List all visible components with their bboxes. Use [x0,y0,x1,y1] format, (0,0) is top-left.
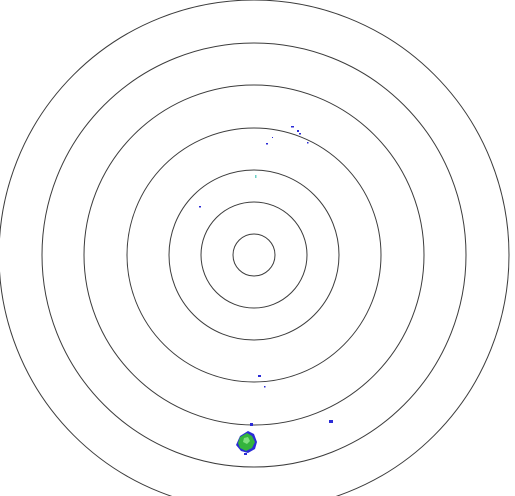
range-ring-1 [232,233,276,277]
range-ring-3 [168,169,340,341]
echo-weak [264,386,266,388]
echo-light [243,437,250,444]
echo-weak [329,420,333,423]
echo-weak [299,133,301,135]
echo-weak [244,453,247,455]
echo-weak [291,126,294,128]
echo-weak [250,423,253,426]
range-ring-5 [83,84,425,426]
echoes [199,126,333,455]
echo-cyan [255,175,257,178]
echo-weak [199,206,201,208]
storm-cell [236,431,257,455]
echo-weak [297,130,299,132]
echo-weak [272,137,273,138]
echo-weak [258,375,261,377]
echo-weak [266,143,268,145]
echo-weak [307,142,309,144]
range-ring-4 [126,127,382,383]
range-ring-2 [200,201,308,309]
range-ring-6 [41,42,467,468]
